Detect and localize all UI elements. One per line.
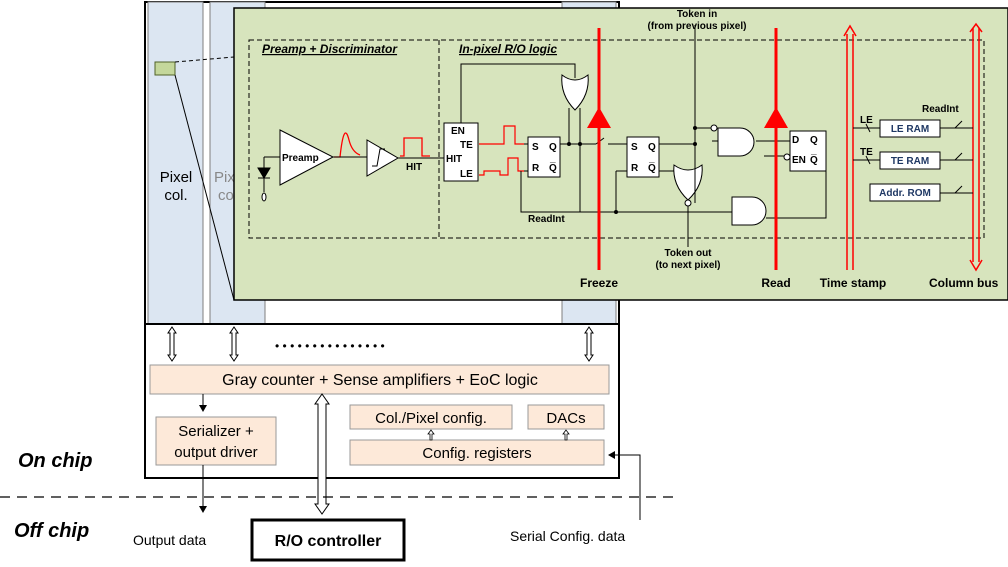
ts-to-ram-wires [853, 123, 973, 194]
addr-rom-label: Addr. ROM [879, 188, 931, 199]
te-label: TE [460, 140, 473, 151]
sr1-r: R [532, 163, 540, 174]
junction-dot-1 [567, 142, 571, 146]
on-chip-label: On chip [18, 450, 92, 472]
zoom-line-bottom [174, 74, 235, 301]
selected-pixel [154, 61, 176, 76]
discriminator-symbol [372, 148, 385, 167]
hit-label: HIT [406, 162, 422, 173]
config-registers-block [349, 439, 605, 466]
readint-label: ReadInt [528, 214, 565, 225]
junction-dot-5 [693, 142, 697, 146]
eoc-controller-bus-arrow [314, 393, 330, 515]
te-ram-block [879, 151, 941, 170]
serial-config-label: Serial Config. data [510, 528, 625, 544]
time-stamp-bus [843, 24, 857, 270]
ro-controller-label: R/O controller [275, 533, 382, 550]
junction-dot-3 [614, 210, 618, 214]
sr2-s: S [631, 142, 638, 153]
and-gate-bottom [731, 196, 767, 226]
te-pulse [479, 125, 524, 145]
junction-dot-4 [693, 126, 697, 130]
le-ram-label: LE RAM [891, 124, 929, 135]
sr2-q: Q [648, 142, 656, 153]
or-gate-top [561, 74, 589, 111]
inverter-bubble [710, 124, 718, 132]
readint-bus-label: ReadInt [922, 104, 959, 115]
pixel-detail-inner-frame [248, 39, 985, 239]
pixel-col-1-line2: col. [164, 187, 187, 204]
off-chip-label: Off chip [14, 520, 89, 542]
dff-qbar: Q̅ [810, 154, 818, 166]
serializer-block [155, 416, 277, 466]
token-out-line2: (to next pixel) [655, 260, 720, 271]
dacs-label: DACs [546, 410, 585, 427]
le-label: LE [460, 169, 473, 180]
dff-en-bubble [783, 153, 791, 161]
le-pulse [479, 157, 524, 176]
addr-rom-block [869, 183, 941, 202]
zoom-line-top [174, 56, 235, 63]
junction-dot-2 [578, 142, 582, 146]
sr2-r: R [631, 163, 639, 174]
token-in-line2: (from previous pixel) [648, 21, 747, 32]
dff-d: D [792, 135, 799, 146]
hit-pulse [400, 137, 430, 157]
col-pixel-config-block [349, 404, 513, 430]
serializer-line1: Serializer + [178, 423, 254, 440]
or-bubble [684, 199, 692, 207]
read-label: Read [761, 276, 790, 290]
timing-logic-block [443, 122, 479, 182]
pixel-col-2-line1: Pix [214, 169, 235, 186]
sr1-s: S [532, 142, 539, 153]
detector-diode-icon [257, 156, 280, 202]
hit-in-label: HIT [446, 154, 462, 165]
serial-config-arrow [608, 451, 641, 520]
sr2-qbar: Q̅ [648, 162, 656, 174]
ro-controller-block [250, 518, 406, 562]
column-dots: • • • • • • • • • • • • • • • [275, 339, 385, 353]
gray-counter-block [149, 364, 610, 395]
config-small-arrows [427, 429, 570, 441]
sr-latch-2 [626, 136, 660, 178]
te-bus-label: TE [860, 147, 873, 158]
le-ram-block [879, 119, 941, 138]
token-in-line1: Token in [677, 9, 717, 20]
dff-en: EN [792, 155, 806, 166]
and-gate-top [717, 127, 755, 157]
te-ram-label: TE RAM [891, 156, 929, 167]
sr1-qbar: Q̅ [549, 162, 557, 174]
sr-latch-1 [527, 136, 561, 178]
sr1-q: Q [549, 142, 557, 153]
column-bus-label: Column bus [929, 276, 999, 290]
col-pixel-config-label: Col./Pixel config. [375, 410, 487, 427]
dff-q: Q [810, 135, 818, 146]
pixel-detail-panel [233, 7, 1008, 301]
dacs-block [527, 404, 605, 430]
pixel-column-1 [147, 1, 204, 325]
ram-switches [954, 120, 963, 194]
time-stamp-label: Time stamp [820, 276, 886, 290]
preamp-discriminator-title: Preamp + Discriminator [262, 42, 398, 56]
preamp-output-pulse [334, 132, 361, 158]
serializer-line2: output driver [174, 444, 257, 461]
pixel-col-1-line1: Pixel [160, 169, 193, 186]
d-flip-flop [789, 130, 827, 172]
column-eoc-arrows [167, 326, 594, 362]
gray-counter-label: Gray counter + Sense amplifiers + EoC lo… [222, 372, 538, 389]
le-bus-label: LE [860, 115, 873, 126]
output-data-label: Output data [133, 532, 206, 548]
column-bus [969, 22, 983, 272]
ro-logic-title: In-pixel R/O logic [459, 42, 557, 56]
en-label: EN [451, 126, 465, 137]
preamp-label: Preamp [282, 153, 319, 164]
config-registers-label: Config. registers [422, 445, 531, 462]
token-out-line1: Token out [664, 248, 712, 259]
preamp-triangle [279, 129, 335, 186]
pixel-col-2-line2: co [218, 187, 234, 204]
freeze-label: Freeze [580, 276, 618, 290]
